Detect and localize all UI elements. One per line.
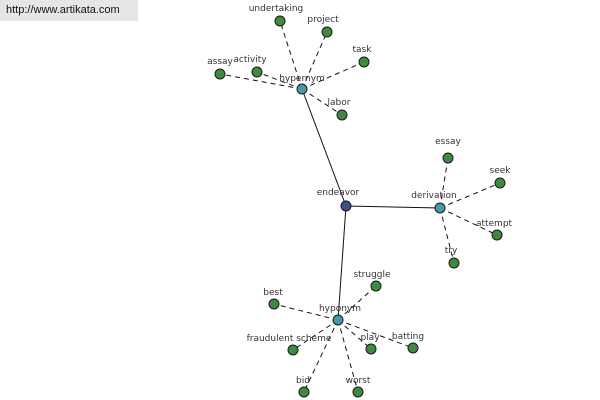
relation-node-circle[interactable]: [332, 314, 344, 326]
edge-hyponym-struggle: [337, 285, 377, 321]
edge-endeavor-derivation: [345, 205, 441, 209]
leaf-node-label: essay: [435, 137, 461, 147]
source-url-text: http://www.artikata.com: [6, 4, 120, 16]
leaf-node-label: project: [307, 15, 339, 25]
leaf-node-circle[interactable]: [321, 26, 333, 38]
relation-node-label: hyponym: [319, 304, 361, 314]
leaf-node-fraudulent-scheme[interactable]: fraudulent scheme: [247, 334, 332, 356]
leaf-node-label: worst: [346, 376, 371, 386]
leaf-node-try[interactable]: try: [445, 246, 460, 269]
leaf-node-circle[interactable]: [287, 344, 299, 356]
leaf-node-label: fraudulent scheme: [247, 334, 332, 344]
edge-derivation-seek: [439, 182, 501, 209]
edge-hypernym-labor: [301, 88, 343, 116]
relation-node-circle[interactable]: [434, 202, 446, 214]
leaf-node-labor[interactable]: labor: [328, 98, 351, 121]
leaf-node-circle[interactable]: [491, 229, 503, 241]
leaf-node-label: seek: [490, 166, 512, 176]
leaf-node-seek[interactable]: seek: [490, 166, 512, 189]
leaf-node-bid[interactable]: bid: [296, 376, 310, 398]
leaf-node-circle[interactable]: [352, 386, 364, 398]
leaf-node-label: assay: [207, 57, 233, 67]
leaf-node-batting[interactable]: batting: [392, 332, 424, 354]
leaf-node-label: best: [263, 288, 283, 298]
leaf-node-project[interactable]: project: [307, 15, 339, 38]
relation-node-hyponym[interactable]: hyponym: [319, 304, 361, 326]
leaf-node-label: play: [360, 333, 380, 343]
leaf-node-task[interactable]: task: [353, 45, 373, 68]
edge-derivation-try: [439, 207, 455, 264]
edge-hyponym-best: [273, 303, 339, 321]
leaf-node-label: undertaking: [249, 4, 304, 14]
leaf-node-essay[interactable]: essay: [435, 137, 462, 164]
relation-node-label: hypernym: [279, 74, 325, 84]
edge-derivation-attempt: [439, 207, 498, 236]
edge-hyponym-play: [337, 319, 372, 350]
leaf-node-struggle[interactable]: struggle: [353, 270, 391, 292]
edge-hypernym-assay: [219, 73, 303, 90]
edge-hyponym-bid: [303, 319, 339, 393]
leaf-node-circle[interactable]: [370, 280, 382, 292]
leaf-node-play[interactable]: play: [360, 333, 380, 355]
root-node-label: endeavor: [317, 188, 360, 198]
leaf-node-worst[interactable]: worst: [346, 376, 371, 398]
leaf-node-circle[interactable]: [251, 66, 263, 78]
leaf-node-label: struggle: [353, 270, 391, 280]
root-node-circle[interactable]: [340, 200, 352, 212]
leaf-node-assay[interactable]: assay: [207, 57, 234, 80]
edge-endeavor-hyponym: [337, 205, 347, 321]
leaf-node-circle[interactable]: [268, 298, 280, 310]
edge-hypernym-project: [301, 31, 328, 90]
leaf-node-circle[interactable]: [448, 257, 460, 269]
leaf-node-circle[interactable]: [336, 109, 348, 121]
leaf-node-label: batting: [392, 332, 424, 342]
relation-node-derivation[interactable]: derivation: [411, 191, 457, 214]
edge-hypernym-activity: [256, 71, 303, 90]
relation-node-circle[interactable]: [296, 83, 308, 95]
leaf-node-label: task: [353, 45, 373, 55]
edge-hyponym-worst: [337, 319, 359, 393]
source-url-banner[interactable]: http://www.artikata.com: [0, 0, 138, 21]
edge-hypernym-undertaking: [279, 20, 303, 90]
leaf-node-circle[interactable]: [442, 152, 454, 164]
leaf-node-label: bid: [296, 376, 310, 386]
relation-node-hypernym[interactable]: hypernym: [279, 74, 325, 95]
leaf-node-label: attempt: [476, 219, 513, 229]
relation-node-label: derivation: [411, 191, 457, 201]
leaf-node-circle[interactable]: [407, 342, 419, 354]
leaf-node-label: labor: [328, 98, 351, 108]
leaf-node-circle[interactable]: [358, 56, 370, 68]
edge-hypernym-task: [301, 61, 365, 90]
leaf-node-best[interactable]: best: [263, 288, 283, 310]
leaf-node-label: activity: [233, 55, 267, 65]
edge-endeavor-hypernym: [301, 88, 347, 207]
edge-hyponym-fraudulent-scheme: [292, 319, 339, 351]
leaf-node-activity[interactable]: activity: [233, 55, 267, 78]
graph-edges: [219, 20, 501, 393]
leaf-node-attempt[interactable]: attempt: [476, 219, 513, 241]
leaf-node-circle[interactable]: [214, 68, 226, 80]
edge-hyponym-batting: [337, 319, 414, 349]
leaf-node-label: try: [445, 246, 458, 256]
leaf-node-circle[interactable]: [494, 177, 506, 189]
leaf-node-undertaking[interactable]: undertaking: [249, 4, 304, 27]
leaf-node-circle[interactable]: [274, 15, 286, 27]
root-node-endeavor[interactable]: endeavor: [317, 188, 360, 212]
leaf-node-circle[interactable]: [298, 386, 310, 398]
leaf-node-circle[interactable]: [365, 343, 377, 355]
